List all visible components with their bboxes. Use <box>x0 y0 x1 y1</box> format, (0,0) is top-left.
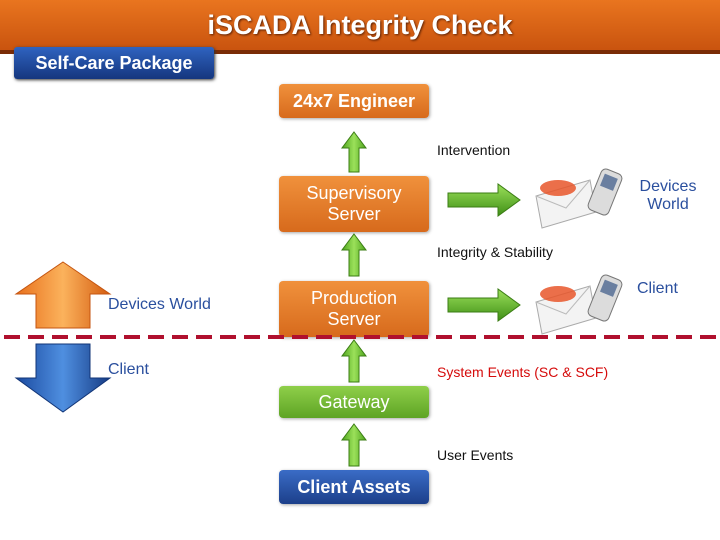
up-arrow-icon <box>341 339 367 383</box>
supervisory-server-box: Supervisory Server <box>279 176 429 232</box>
up-arrow-icon <box>341 233 367 277</box>
engineer-box: 24x7 Engineer <box>279 84 429 118</box>
package-badge: Self-Care Package <box>14 47 214 79</box>
big-down-arrow-icon <box>14 343 112 413</box>
client-left-label: Client <box>108 361 149 378</box>
big-up-arrow-icon <box>14 261 112 329</box>
client-assets-box: Client Assets <box>279 470 429 504</box>
mail-phone-icon <box>535 168 623 229</box>
up-arrow-icon <box>341 131 367 173</box>
right-arrow-icon <box>447 183 521 217</box>
integrity-label: Integrity & Stability <box>437 244 553 260</box>
right-arrow-icon <box>447 288 521 322</box>
header-bar <box>0 0 720 52</box>
mail-phone-icon <box>535 274 623 335</box>
header-divider <box>0 50 720 54</box>
user-events-label: User Events <box>437 447 514 463</box>
production-server-label: Production Server <box>310 288 398 329</box>
up-arrow-icon <box>341 423 367 467</box>
devices-world-right-label: Devices World <box>639 178 697 213</box>
gateway-box: Gateway <box>279 386 429 418</box>
supervisory-server-label: Supervisory Server <box>306 183 402 224</box>
page-title: iSCADA Integrity Check <box>207 10 513 40</box>
client-right-label: Client <box>637 280 678 297</box>
system-events-label: System Events (SC & SCF) <box>437 364 609 380</box>
production-server-box: Production Server <box>279 281 429 337</box>
intervention-label: Intervention <box>437 142 511 158</box>
devices-world-left-label: Devices World <box>108 296 211 313</box>
